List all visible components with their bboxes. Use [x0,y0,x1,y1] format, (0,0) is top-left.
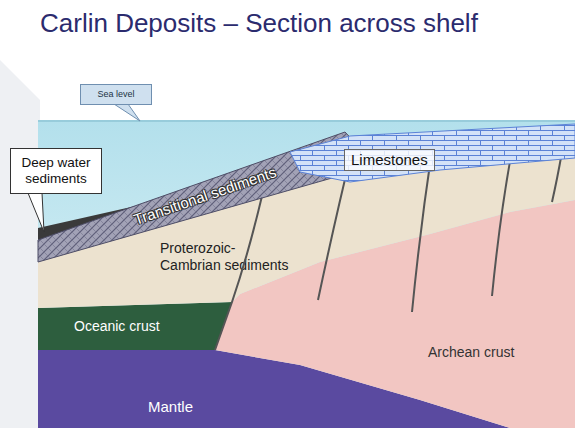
oceanic-crust: Oceanic crust [38,302,232,350]
limestone-band: Limestones [290,124,575,182]
layer-label: Sea level [97,89,134,99]
slide-title: Carlin Deposits – Section across shelf [40,8,478,39]
deep-water-callout: Deep water sediments [10,148,102,194]
layer-label: Oceanic crust [74,318,160,335]
layer-label: Mantle [148,398,193,416]
layer-label: Proterozoic-Cambrian sediments [160,240,295,274]
layer-label: Deep water sediments [14,155,98,186]
layer-label: Limestones [344,149,435,171]
deep-water-pointer [28,193,44,232]
slide-decoration [0,60,40,428]
sea-surface [38,120,575,122]
sea-water [38,120,575,428]
sea-level-pointer [114,104,140,121]
sea-level-callout: Sea level [80,84,152,105]
layer-outline [38,302,232,350]
layer-outline [38,350,510,428]
layer-label: Archean crust [428,344,514,361]
